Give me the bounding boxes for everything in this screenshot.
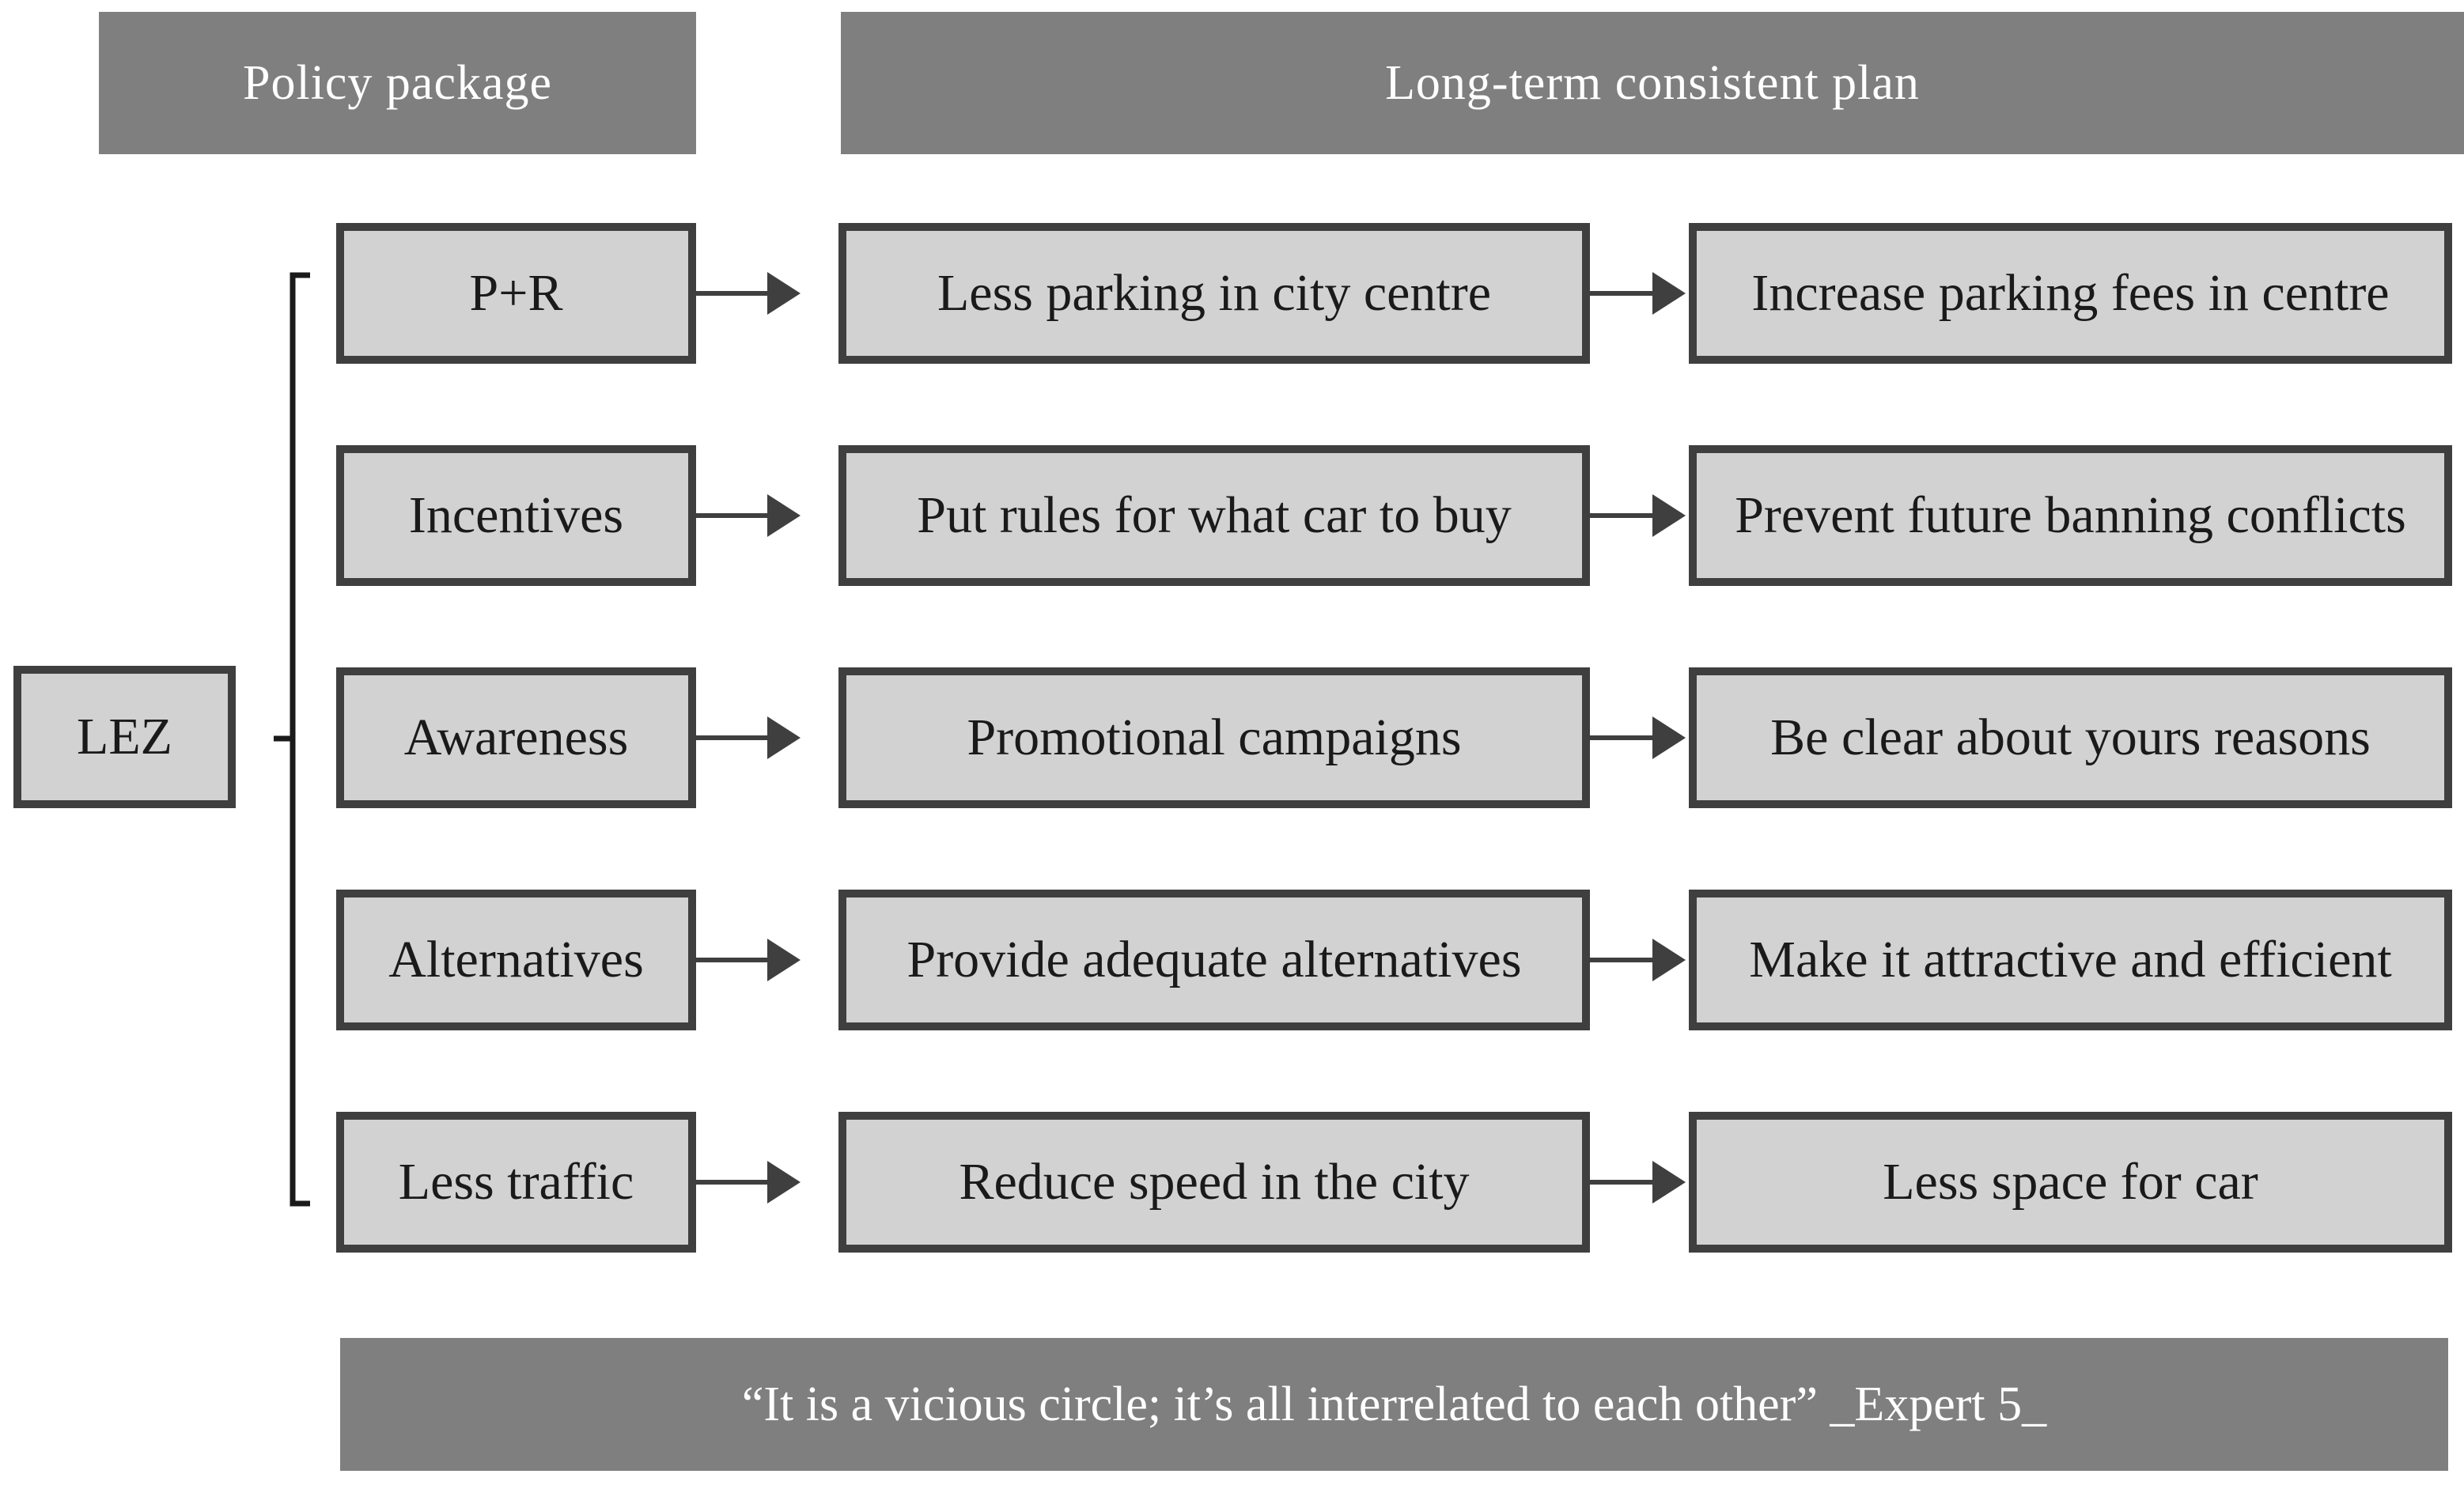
lez-node: LEZ	[13, 666, 236, 808]
arrow-head	[1652, 494, 1686, 537]
arrow-right-icon	[696, 890, 838, 1030]
arrow-head	[1652, 1161, 1686, 1204]
outcome-node: Make it attractive and efficient	[1689, 890, 2452, 1030]
arrow-shaft	[696, 1180, 767, 1185]
policy-node: Incentives	[336, 445, 696, 586]
arrow-head	[1652, 939, 1686, 981]
bracket-connector-icon	[274, 272, 310, 1207]
policy-node: Awareness	[336, 667, 696, 808]
arrow-shaft	[696, 291, 767, 296]
outcome-node: Be clear about yours reasons	[1689, 667, 2452, 808]
policy-node: P+R	[336, 223, 696, 364]
measure-node: Less parking in city centre	[838, 223, 1590, 364]
outcome-node: Less space for car	[1689, 1112, 2452, 1253]
outcome-node: Increase parking fees in centre	[1689, 223, 2452, 364]
long-term-plan-header: Long-term consistent plan	[841, 12, 2464, 154]
arrow-right-icon	[1590, 445, 1689, 586]
arrow-shaft	[1590, 1180, 1652, 1185]
arrow-right-icon	[696, 1112, 838, 1253]
policy-row-pr: P+R Less parking in city centre Increase…	[336, 223, 2452, 364]
measure-node: Put rules for what car to buy	[838, 445, 1590, 586]
measure-node: Promotional campaigns	[838, 667, 1590, 808]
arrow-head	[767, 939, 801, 981]
policy-node: Less traffic	[336, 1112, 696, 1253]
arrow-shaft	[1590, 958, 1652, 962]
outcome-node: Prevent future banning conflicts	[1689, 445, 2452, 586]
arrow-head	[767, 272, 801, 315]
arrow-shaft	[1590, 735, 1652, 740]
arrow-right-icon	[1590, 1112, 1689, 1253]
arrow-head	[1652, 716, 1686, 759]
expert-quote-banner: “It is a vicious circle; it’s all interr…	[340, 1338, 2448, 1471]
arrow-right-icon	[1590, 223, 1689, 364]
arrow-head	[1652, 272, 1686, 315]
arrow-right-icon	[1590, 890, 1689, 1030]
policy-row-alternatives: Alternatives Provide adequate alternativ…	[336, 890, 2452, 1030]
arrow-head	[767, 1161, 801, 1204]
arrow-shaft	[1590, 513, 1652, 518]
arrow-right-icon	[1590, 667, 1689, 808]
arrow-shaft	[696, 958, 767, 962]
arrow-head	[767, 716, 801, 759]
arrow-right-icon	[696, 223, 838, 364]
measure-node: Reduce speed in the city	[838, 1112, 1590, 1253]
arrow-right-icon	[696, 445, 838, 586]
arrow-right-icon	[696, 667, 838, 808]
measure-node: Provide adequate alternatives	[838, 890, 1590, 1030]
arrow-shaft	[1590, 291, 1652, 296]
arrow-head	[767, 494, 801, 537]
policy-node: Alternatives	[336, 890, 696, 1030]
policy-row-less-traffic: Less traffic Reduce speed in the city Le…	[336, 1112, 2452, 1253]
arrow-shaft	[696, 513, 767, 518]
arrow-shaft	[696, 735, 767, 740]
policy-row-awareness: Awareness Promotional campaigns Be clear…	[336, 667, 2452, 808]
policy-row-incentives: Incentives Put rules for what car to buy…	[336, 445, 2452, 586]
policy-package-header: Policy package	[99, 12, 696, 154]
